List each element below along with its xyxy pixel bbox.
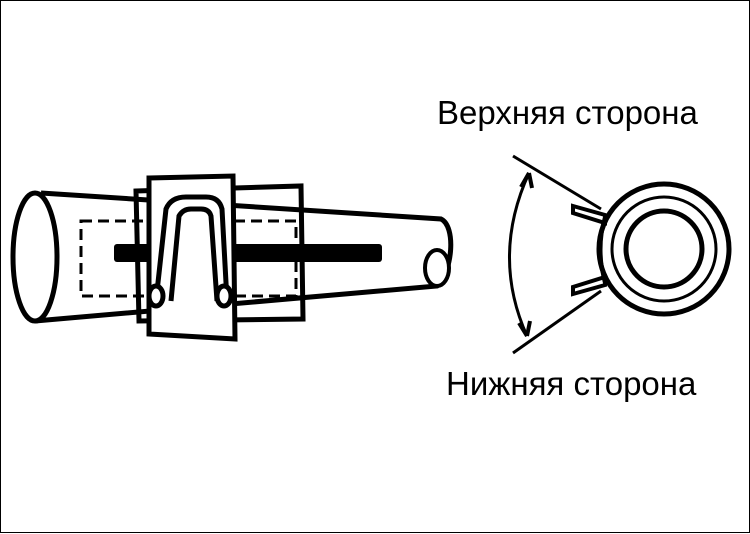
u-clip <box>146 194 234 309</box>
lower-side-label: Нижняя сторона <box>446 365 697 402</box>
upper-side-label: Верхняя сторона <box>437 94 698 131</box>
pipe-end-view <box>596 181 732 317</box>
angle-indicator <box>508 154 602 355</box>
clip-legs-end-view <box>571 203 607 297</box>
